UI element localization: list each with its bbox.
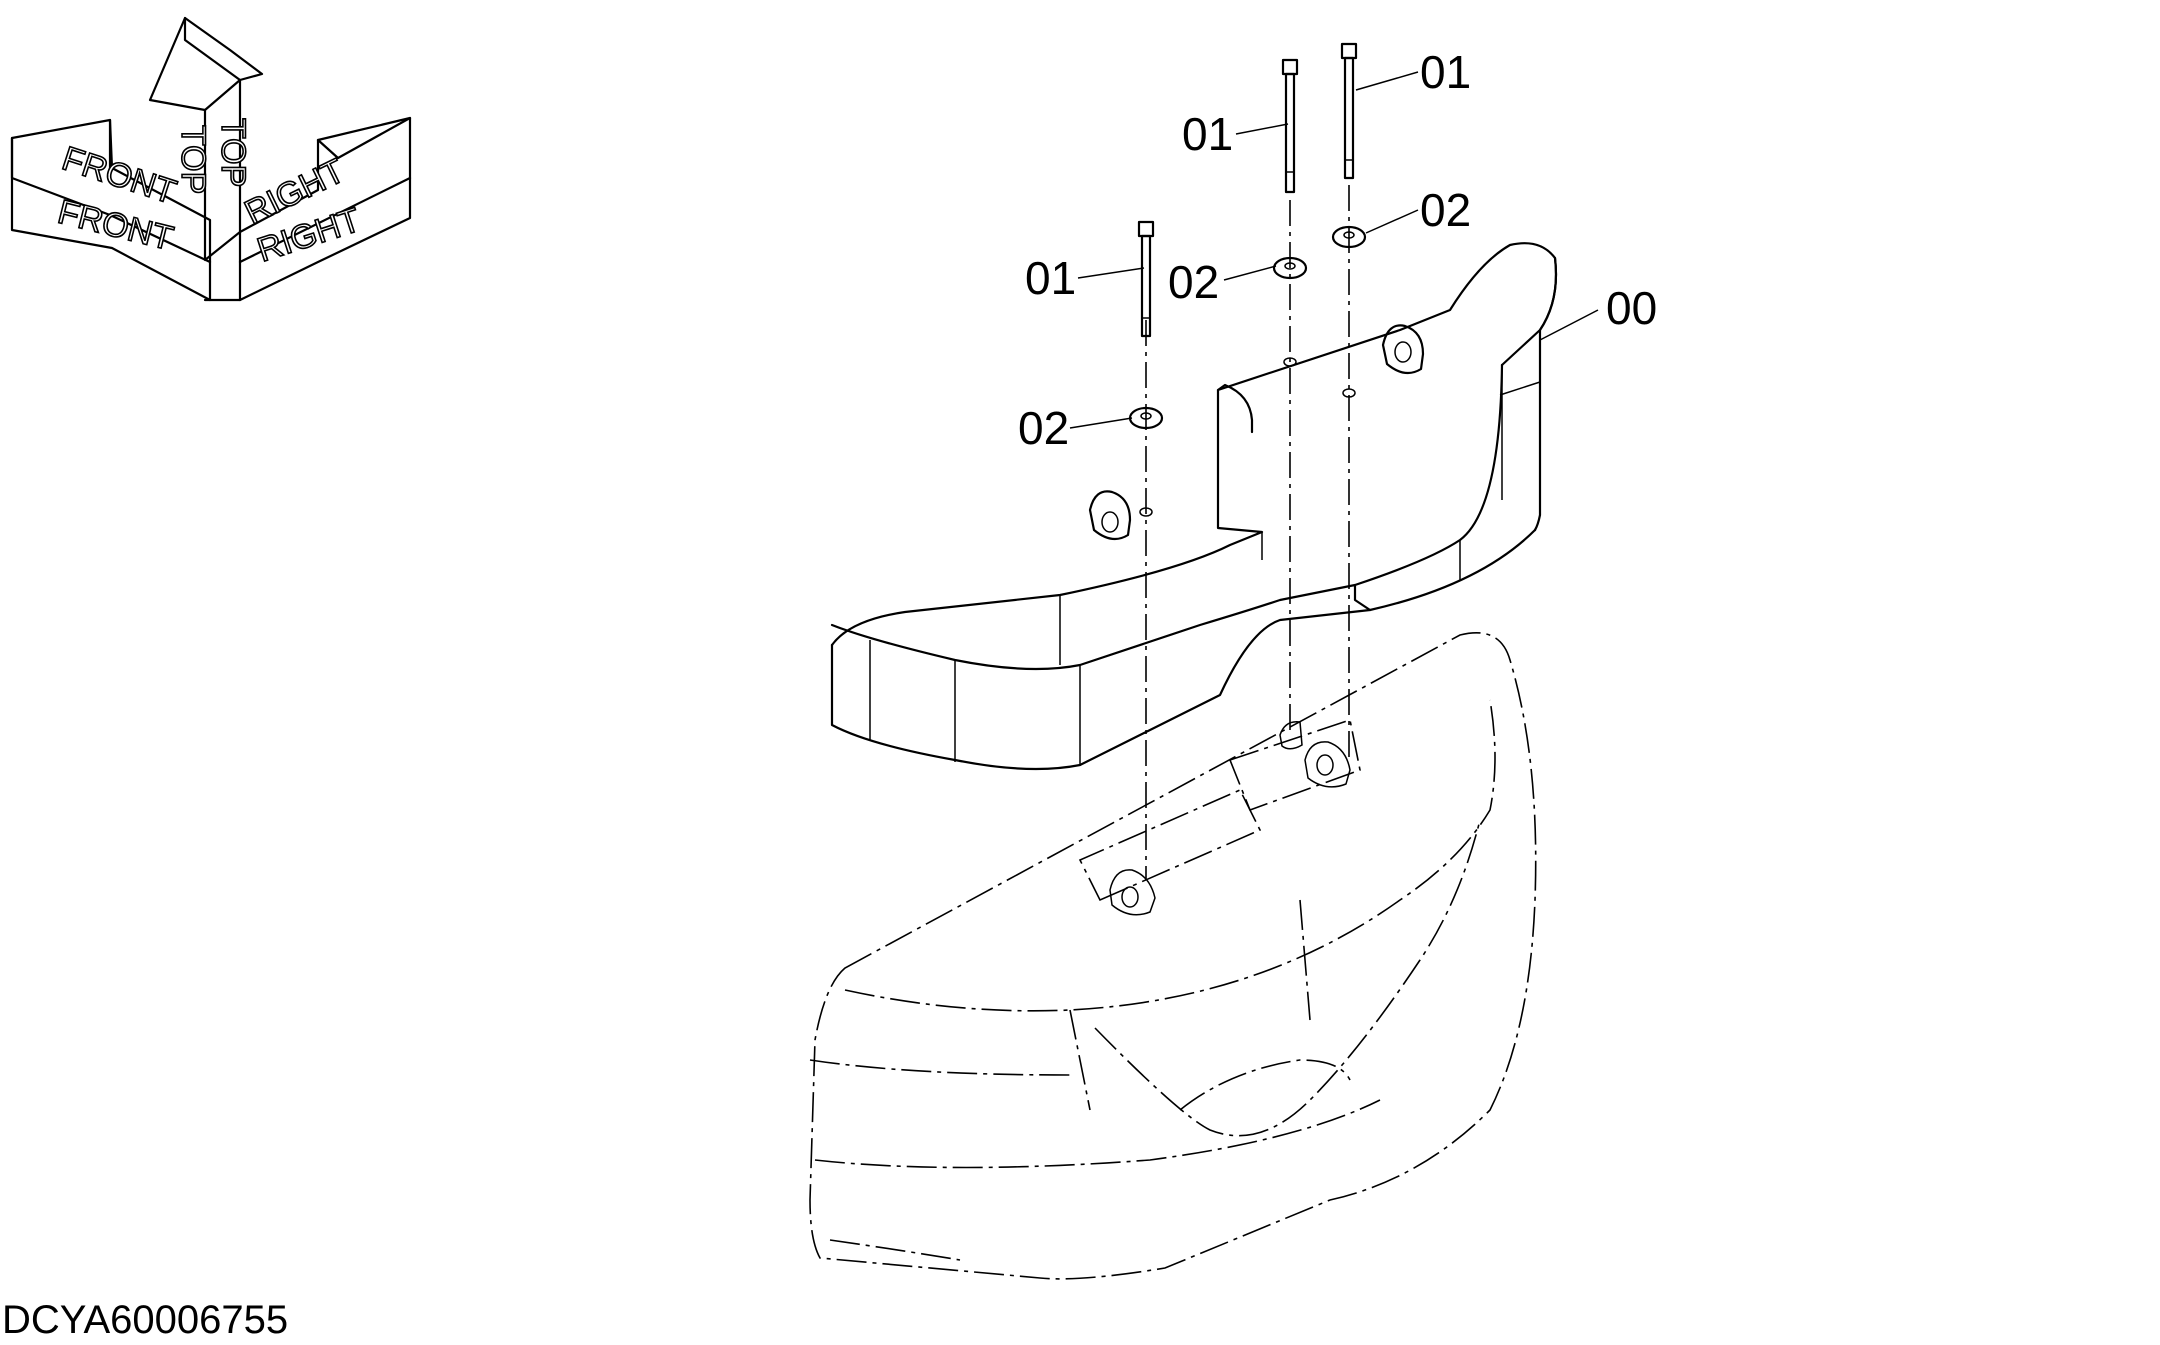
add-on-weight [830,242,1558,771]
callout-bolt-middle: 01 [1182,108,1233,160]
top-label: TOP [214,118,252,187]
bolt-left [1137,220,1155,338]
callout-washer-right: 02 [1420,184,1471,236]
callout-washer-middle: 02 [1168,256,1219,308]
orientation-indicator: FRONT FRONT TOP TOP RIGHT RIGHT [10,16,412,302]
washer-middle [1272,256,1308,280]
callout-leaders [1069,71,1599,429]
top-label-left: TOP [174,125,212,194]
right-arrow-shape [238,116,412,302]
washer-right [1331,225,1367,249]
document-id: DCYA60006755 [2,1298,288,1342]
bolt-middle [1281,58,1299,194]
callout-weight-assembly: 00 [1606,282,1657,334]
base-counterweight-phantom [809,631,1537,1280]
callout-bolt-right: 01 [1420,46,1471,98]
bolt-right [1340,42,1358,180]
callout-bolt-left: 01 [1025,252,1076,304]
callout-washer-left: 02 [1018,402,1069,454]
